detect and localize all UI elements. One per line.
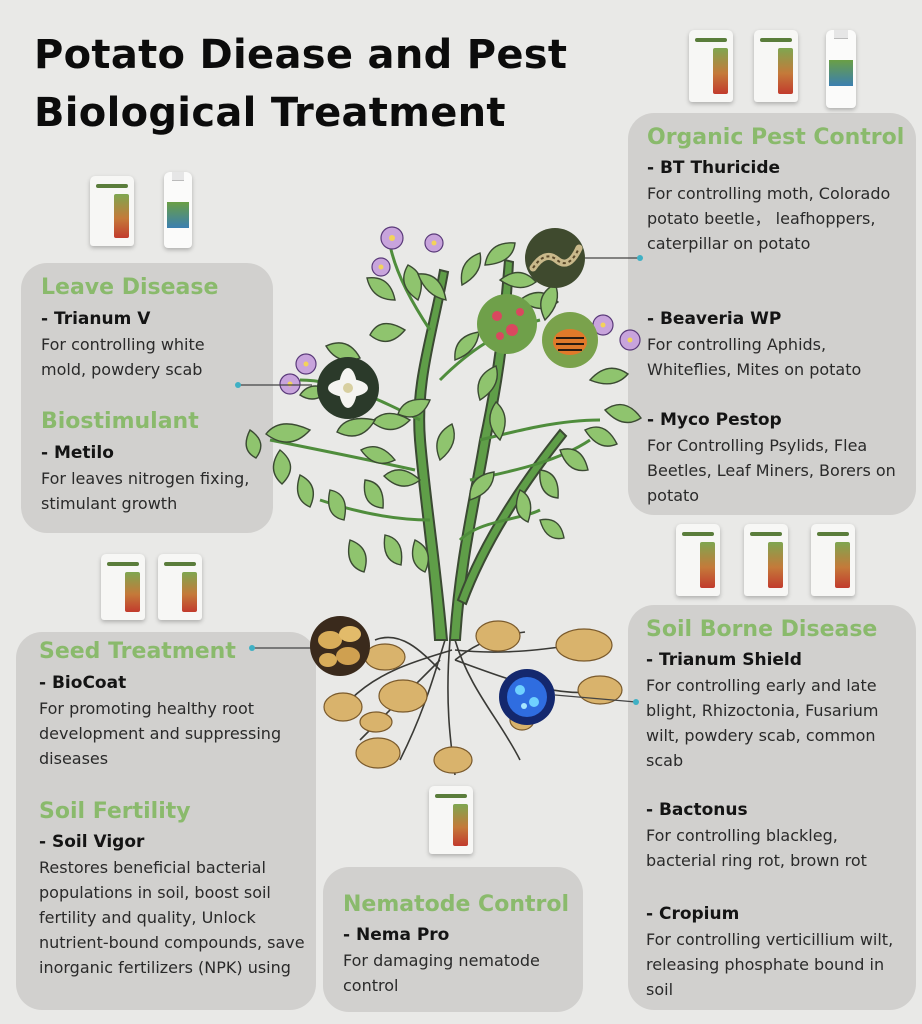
bt-thuricide-description: For controlling moth, Colorado potato be… xyxy=(647,184,891,253)
connector-dots xyxy=(235,255,643,705)
colorado-beetle-icon xyxy=(542,312,598,368)
title-line-1: Potato Diease and Pest xyxy=(34,32,568,78)
leave-disease-description: For controlling white mold, powdery scab xyxy=(41,335,205,379)
soil-fertility-product: - Soil Vigor xyxy=(39,832,145,852)
caterpillar-icon xyxy=(525,228,585,288)
bactonus-product: - Bactonus xyxy=(646,800,748,820)
leave-disease-panel xyxy=(21,263,273,533)
connector-lines xyxy=(238,257,640,703)
product-bottle-icon xyxy=(164,172,192,248)
title-line-2: Biological Treatment xyxy=(34,90,506,136)
stems xyxy=(413,258,568,641)
organic-pest-panel xyxy=(628,113,916,515)
bacteria-icon xyxy=(499,669,555,725)
biostimulant-heading: Biostimulant xyxy=(41,409,199,434)
cropium-description: For controlling verticillium wilt, relea… xyxy=(646,930,894,999)
soil-borne-panel xyxy=(628,605,916,1010)
seed-treatment-product: - BioCoat xyxy=(39,673,127,693)
myco-pestop-product: - Myco Pestop xyxy=(647,410,782,430)
seed-potatoes-icon xyxy=(310,616,370,676)
biostimulant-product: - Metilo xyxy=(41,443,114,463)
tubers xyxy=(323,620,623,774)
product-bag-icon xyxy=(754,30,798,102)
trianum-shield-description: For controlling early and late blight, R… xyxy=(646,676,879,770)
beaveria-wp-description: For controlling Aphids, Whiteflies, Mite… xyxy=(647,335,862,379)
aphid-leaf-icon xyxy=(477,294,537,354)
white-mold-flower-icon xyxy=(317,357,379,419)
soil-fertility-description: Restores beneficial bacterial population… xyxy=(39,858,305,977)
product-bag-icon xyxy=(811,524,855,596)
leave-disease-heading: Leave Disease xyxy=(41,275,219,300)
product-bag-icon xyxy=(744,524,788,596)
nematode-panel xyxy=(323,867,583,1012)
product-bottle-icon xyxy=(826,30,856,108)
leaves xyxy=(245,242,642,573)
product-bag-icon xyxy=(101,554,145,620)
flower-centers xyxy=(287,235,633,387)
myco-pestop-description: For Controlling Psylids, Flea Beetles, L… xyxy=(647,436,896,505)
seed-treatment-description: For promoting healthy root development a… xyxy=(39,699,282,768)
bt-thuricide-product: - BT Thuricide xyxy=(647,158,781,178)
page-title: Potato Diease and Pest Biological Treatm… xyxy=(34,26,567,142)
seed-treatment-panel xyxy=(16,632,316,1010)
product-bag-icon xyxy=(676,524,720,596)
nematode-heading: Nematode Control xyxy=(343,892,570,917)
product-bag-icon xyxy=(158,554,202,620)
biostimulant-description: For leaves nitrogen fixing, stimulant gr… xyxy=(41,469,250,513)
product-bag-icon xyxy=(90,176,134,246)
nematode-product: - Nema Pro xyxy=(343,925,450,945)
soil-borne-heading: Soil Borne Disease xyxy=(646,617,878,642)
soil-fertility-heading: Soil Fertility xyxy=(39,799,191,824)
product-bag-icon xyxy=(689,30,733,102)
cropium-product: - Cropium xyxy=(646,904,740,924)
product-bag-icon xyxy=(429,786,473,854)
leave-disease-product: - Trianum V xyxy=(41,309,151,329)
bactonus-description: For controlling blackleg, bacterial ring… xyxy=(646,826,867,870)
nematode-description: For damaging nematode control xyxy=(343,951,540,995)
organic-pest-heading: Organic Pest Control xyxy=(647,125,905,150)
seed-treatment-heading: Seed Treatment xyxy=(39,639,236,664)
trianum-shield-product: - Trianum Shield xyxy=(646,650,802,670)
beaveria-wp-product: - Beaveria WP xyxy=(647,309,782,329)
